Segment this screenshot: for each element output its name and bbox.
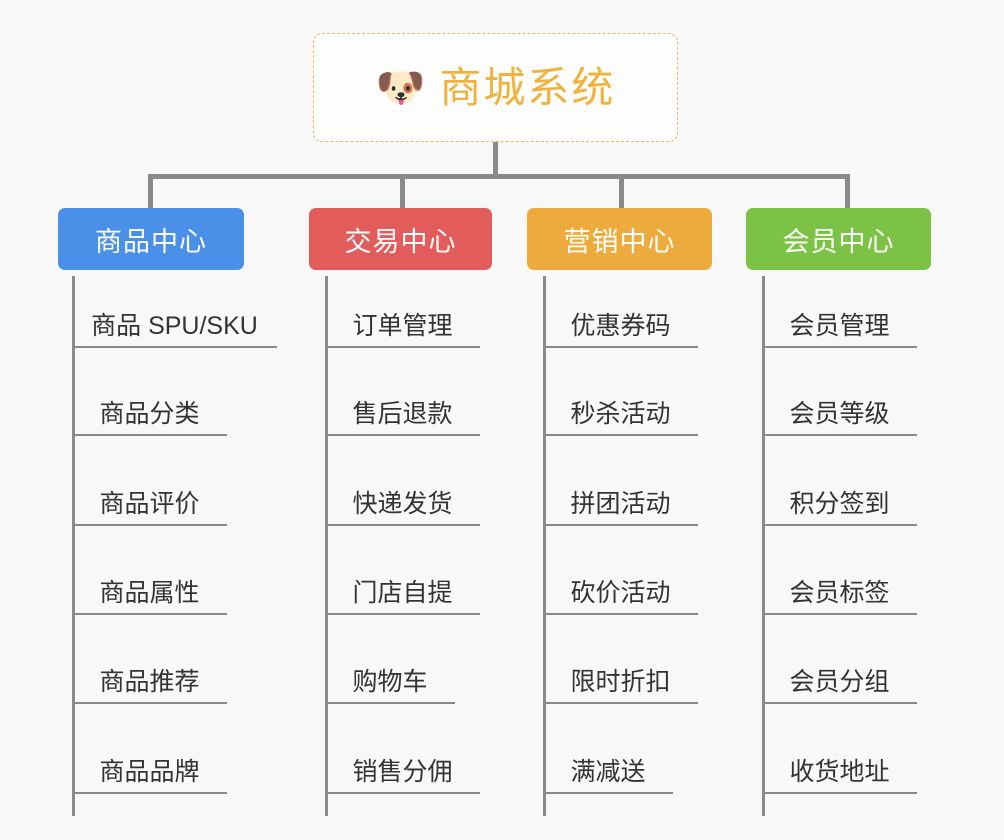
leaf-item[interactable]: 商品 SPU/SKU bbox=[72, 298, 277, 348]
category-label: 商品中心 bbox=[95, 226, 207, 257]
dog-face-icon: 🐶 bbox=[375, 65, 426, 110]
column-spine bbox=[762, 276, 765, 816]
leaf-item[interactable]: 限时折扣 bbox=[543, 654, 698, 704]
category-label: 交易中心 bbox=[344, 226, 457, 257]
leaf-item[interactable]: 购物车 bbox=[325, 654, 455, 704]
leaf-label: 商品评价 bbox=[99, 490, 200, 518]
root-node[interactable]: 🐶 商城系统 bbox=[313, 33, 678, 142]
category-label: 营销中心 bbox=[563, 226, 676, 257]
leaf-label: 订单管理 bbox=[352, 312, 453, 340]
connector-drop-3 bbox=[619, 174, 624, 210]
leaf-label: 快递发货 bbox=[352, 490, 453, 518]
leaf-label: 商品属性 bbox=[99, 579, 200, 607]
leaf-label: 拼团活动 bbox=[570, 490, 671, 518]
leaf-label: 销售分佣 bbox=[352, 758, 453, 786]
leaf-label: 商品品牌 bbox=[99, 758, 200, 786]
leaf-label: 商品分类 bbox=[99, 400, 200, 428]
leaf-label: 商品推荐 bbox=[99, 668, 200, 696]
category-header-marketing-center[interactable]: 营销中心 bbox=[527, 208, 712, 270]
category-header-product-center[interactable]: 商品中心 bbox=[58, 208, 244, 270]
leaf-item[interactable]: 商品推荐 bbox=[72, 654, 227, 704]
leaf-item[interactable]: 会员分组 bbox=[762, 654, 917, 704]
leaf-label: 限时折扣 bbox=[570, 668, 671, 696]
leaf-item[interactable]: 会员标签 bbox=[762, 565, 917, 615]
leaf-label: 商品 SPU/SKU bbox=[91, 312, 258, 340]
leaf-item[interactable]: 售后退款 bbox=[325, 386, 480, 436]
leaf-label: 优惠券码 bbox=[570, 312, 671, 340]
leaf-item[interactable]: 商品品牌 bbox=[72, 744, 227, 794]
connector-drop-4 bbox=[845, 174, 850, 210]
category-header-trade-center[interactable]: 交易中心 bbox=[309, 208, 492, 270]
leaf-item[interactable]: 优惠券码 bbox=[543, 298, 698, 348]
root-title: 商城系统 bbox=[439, 63, 616, 111]
leaf-item[interactable]: 商品分类 bbox=[72, 386, 227, 436]
leaf-label: 购物车 bbox=[352, 668, 428, 696]
leaf-item[interactable]: 砍价活动 bbox=[543, 565, 698, 615]
leaf-label: 收货地址 bbox=[789, 758, 890, 786]
connector-drop-2 bbox=[400, 174, 405, 210]
leaf-item[interactable]: 门店自提 bbox=[325, 565, 480, 615]
leaf-item[interactable]: 商品评价 bbox=[72, 476, 227, 526]
leaf-item[interactable]: 会员等级 bbox=[762, 386, 917, 436]
leaf-item[interactable]: 秒杀活动 bbox=[543, 386, 698, 436]
leaf-item[interactable]: 收货地址 bbox=[762, 744, 917, 794]
leaf-item[interactable]: 满减送 bbox=[543, 744, 673, 794]
leaf-item[interactable]: 积分签到 bbox=[762, 476, 917, 526]
leaf-label: 秒杀活动 bbox=[570, 400, 671, 428]
leaf-label: 积分签到 bbox=[789, 490, 890, 518]
connector-bus bbox=[148, 174, 850, 179]
leaf-label: 会员管理 bbox=[789, 312, 890, 340]
category-label: 会员中心 bbox=[782, 226, 895, 257]
connector-drop-1 bbox=[148, 174, 153, 210]
leaf-label: 会员标签 bbox=[789, 579, 890, 607]
leaf-label: 砍价活动 bbox=[570, 579, 671, 607]
leaf-label: 售后退款 bbox=[352, 400, 453, 428]
leaf-item[interactable]: 拼团活动 bbox=[543, 476, 698, 526]
leaf-label: 满减送 bbox=[570, 758, 646, 786]
leaf-item[interactable]: 销售分佣 bbox=[325, 744, 480, 794]
leaf-label: 会员等级 bbox=[789, 400, 890, 428]
column-spine bbox=[72, 276, 75, 816]
leaf-item[interactable]: 快递发货 bbox=[325, 476, 480, 526]
leaf-item[interactable]: 商品属性 bbox=[72, 565, 227, 615]
column-spine bbox=[543, 276, 546, 816]
leaf-item[interactable]: 订单管理 bbox=[325, 298, 480, 348]
root-connector-stem bbox=[493, 142, 498, 176]
category-header-member-center[interactable]: 会员中心 bbox=[746, 208, 931, 270]
leaf-label: 会员分组 bbox=[789, 668, 890, 696]
column-spine bbox=[325, 276, 328, 816]
leaf-item[interactable]: 会员管理 bbox=[762, 298, 917, 348]
leaf-label: 门店自提 bbox=[352, 579, 453, 607]
